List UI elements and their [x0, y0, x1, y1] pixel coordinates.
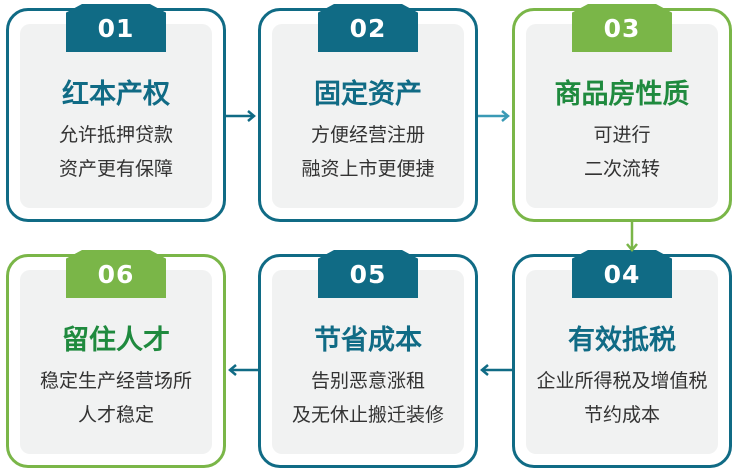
step-description-line: 融资上市更便捷 — [301, 158, 435, 180]
step-number-badge: 04 — [572, 250, 672, 298]
step-card-01: 01 红本产权 允许抵押贷款 资产更有保障 — [6, 4, 226, 222]
step-number-badge: 03 — [572, 4, 672, 52]
step-description: 方便经营注册 融资上市更便捷 — [272, 118, 464, 186]
step-description: 允许抵押贷款 资产更有保障 — [20, 118, 212, 186]
step-title: 节省成本 — [314, 325, 422, 356]
step-title: 固定资产 — [314, 79, 422, 110]
step-card-04: 04 有效抵税 企业所得税及增值税 节约成本 — [512, 250, 732, 468]
step-description-line: 方便经营注册 — [310, 124, 425, 146]
step-description-line: 人才稳定 — [77, 404, 154, 426]
step-number-badge: 05 — [318, 250, 418, 298]
step-description-line: 节约成本 — [583, 404, 660, 426]
card-panel — [526, 24, 718, 208]
step-description-line: 资产更有保障 — [58, 158, 173, 180]
arrow-left-icon — [480, 364, 512, 376]
step-title: 留住人才 — [62, 325, 170, 356]
step-title: 有效抵税 — [568, 325, 676, 356]
step-title: 红本产权 — [62, 79, 170, 110]
step-number-badge: 01 — [66, 4, 166, 52]
step-description: 告别恶意涨租 及无休止搬迁装修 — [272, 364, 464, 432]
card-panel — [272, 270, 464, 454]
step-card-05: 05 节省成本 告别恶意涨租 及无休止搬迁装修 — [258, 250, 478, 468]
step-title: 商品房性质 — [554, 79, 690, 110]
step-card-03: 03 商品房性质 可进行 二次流转 — [512, 4, 732, 222]
arrow-right-icon — [478, 110, 510, 122]
card-panel — [20, 270, 212, 454]
step-description: 可进行 二次流转 — [526, 118, 718, 186]
step-card-06: 06 留住人才 稳定生产经营场所 人才稳定 — [6, 250, 226, 468]
arrow-right-icon — [226, 110, 256, 122]
step-description: 稳定生产经营场所 人才稳定 — [20, 364, 212, 432]
card-panel — [20, 24, 212, 208]
step-number-badge: 02 — [318, 4, 418, 52]
step-description-line: 稳定生产经营场所 — [39, 370, 192, 392]
step-description-line: 企业所得税及增值税 — [536, 370, 708, 392]
step-description-line: 及无休止搬迁装修 — [291, 404, 444, 426]
step-description-line: 告别恶意涨租 — [310, 370, 425, 392]
step-card-02: 02 固定资产 方便经营注册 融资上市更便捷 — [258, 4, 478, 222]
step-number-badge: 06 — [66, 250, 166, 298]
arrow-left-icon — [228, 364, 258, 376]
step-description-line: 允许抵押贷款 — [58, 124, 173, 146]
arrow-down-icon — [626, 222, 638, 252]
step-description-line: 可进行 — [593, 124, 651, 146]
step-description-line: 二次流转 — [583, 158, 660, 180]
card-panel — [272, 24, 464, 208]
card-panel — [526, 270, 718, 454]
step-description: 企业所得税及增值税 节约成本 — [526, 364, 718, 432]
